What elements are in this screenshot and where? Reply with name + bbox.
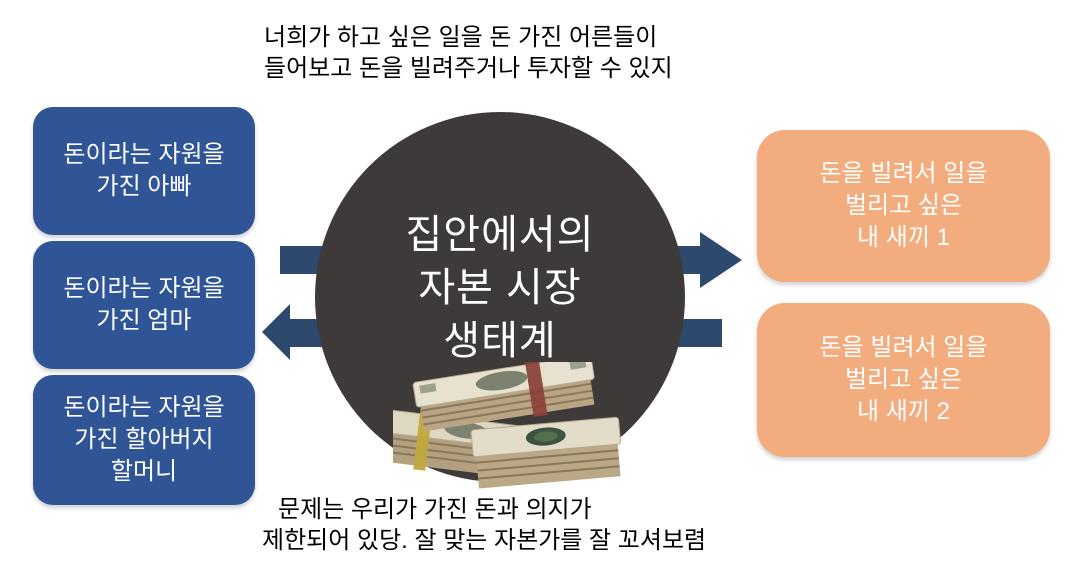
left-box-dad-label: 돈이라는 자원을 가진 아빠 (63, 141, 225, 200)
left-box-dad: 돈이라는 자원을 가진 아빠 (33, 107, 255, 235)
money-stack-image (393, 362, 621, 489)
left-box-mom: 돈이라는 자원을 가진 엄마 (33, 241, 255, 369)
left-box-grandparents: 돈이라는 자원을 가진 할아버지 할머니 (33, 375, 255, 505)
right-box-kid2-label: 돈을 빌려서 일을 벌리고 싶은 내 새끼 2 (819, 334, 988, 425)
money-bundle (470, 416, 621, 489)
bottom-caption-line1: 문제는 우리가 가진 돈과 의지가 (278, 496, 592, 523)
money-bundle (412, 362, 595, 432)
left-box-mom-label: 돈이라는 자원을 가진 엄마 (63, 275, 225, 334)
right-box-kid1: 돈을 빌려서 일을 벌리고 싶은 내 새끼 1 (757, 130, 1050, 282)
top-caption-line1: 너희가 하고 싶은 일을 돈 가진 어른들이 (264, 24, 658, 51)
top-caption-line2: 들어보고 돈을 빌려주거나 투자할 수 있지 (264, 55, 673, 82)
right-box-kid1-label: 돈을 빌려서 일을 벌리고 싶은 내 새끼 1 (819, 160, 988, 251)
center-circle: 집안에서의 자본 시장 생태계 (315, 112, 685, 482)
top-caption: 너희가 하고 싶은 일을 돈 가진 어른들이 들어보고 돈을 빌려주거나 투자할… (264, 22, 673, 84)
center-circle-title: 집안에서의 자본 시장 생태계 (405, 212, 595, 363)
bottom-caption: 문제는 우리가 가진 돈과 의지가 제한되어 있당. 잘 맞는 자본가를 잘 꼬… (262, 494, 706, 556)
bottom-caption-line2: 제한되어 있당. 잘 맞는 자본가를 잘 꼬셔보렴 (262, 527, 707, 554)
right-box-kid2: 돈을 빌려서 일을 벌리고 싶은 내 새끼 2 (757, 303, 1050, 457)
left-box-grandparents-label: 돈이라는 자원을 가진 할아버지 할머니 (63, 394, 225, 485)
